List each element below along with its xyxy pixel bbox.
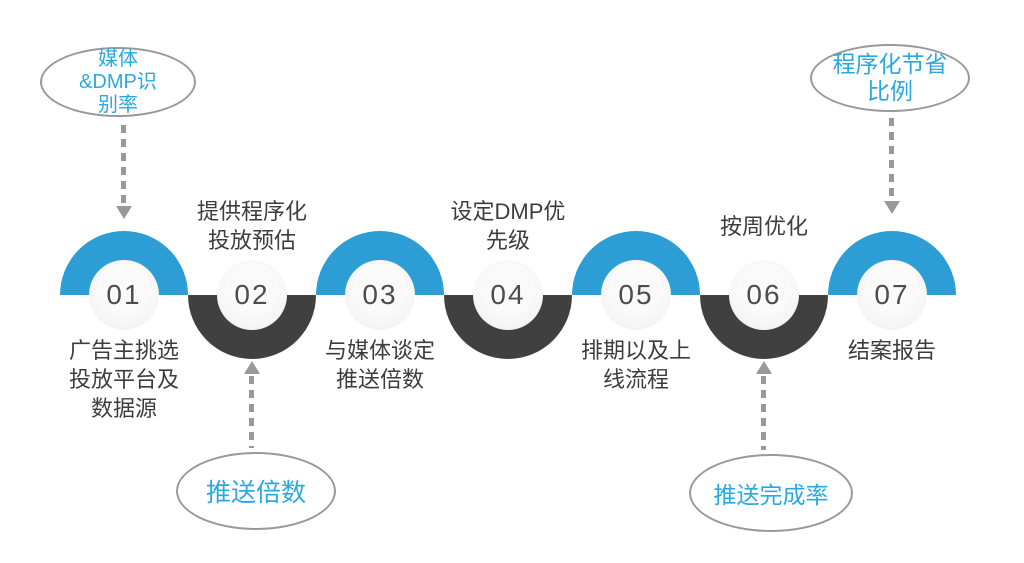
step-label: 与媒体谈定 推送倍数: [324, 338, 435, 392]
dashed-arrow-line-to-step-02: [249, 376, 254, 448]
step-number: 02: [234, 279, 270, 310]
step-label: 排期以及上 线流程: [580, 338, 691, 392]
step-number-circle: 05: [601, 260, 671, 330]
step-number-circle: 04: [473, 260, 543, 330]
dashed-arrow-line-to-step-01: [121, 125, 126, 205]
step-number-circle: 02: [217, 260, 287, 330]
step-04: 04 设定DMP优 先级: [428, 0, 588, 563]
step-number-circle: 07: [857, 260, 927, 330]
callout-text: 推送倍数: [205, 479, 306, 507]
callout-programmatic-saving-ratio: 程序化节省 比例: [810, 44, 970, 112]
dashed-arrow-line-to-step-06: [761, 376, 766, 450]
step-number: 04: [490, 279, 526, 310]
callout-push-completion-rate: 推送完成率: [689, 454, 853, 532]
step-05: 05 排期以及上 线流程: [556, 0, 716, 563]
step-number: 01: [106, 279, 142, 310]
step-02: 02 提供程序化 投放预估: [172, 0, 332, 563]
arrow-down-icon: [116, 206, 132, 219]
arrow-up-icon: [244, 361, 260, 374]
step-number-circle: 06: [729, 260, 799, 330]
callout-media-dmp-recognition-rate: 媒体 &DMP识 别率: [40, 47, 196, 117]
step-number: 06: [746, 279, 782, 310]
step-number-circle: 03: [345, 260, 415, 330]
callout-push-multiple: 推送倍数: [176, 452, 336, 530]
arrow-down-icon: [884, 201, 900, 214]
step-number: 07: [874, 279, 910, 310]
step-number: 03: [362, 279, 398, 310]
arrow-up-icon: [756, 361, 772, 374]
step-label: 广告主挑选 投放平台及 数据源: [68, 338, 179, 421]
step-number: 05: [618, 279, 654, 310]
step-label: 提供程序化 投放预估: [196, 199, 307, 253]
step-07: 07 结案报告: [812, 0, 972, 563]
step-03: 03 与媒体谈定 推送倍数: [300, 0, 460, 563]
dashed-arrow-line-to-step-07: [889, 118, 894, 200]
step-label: 按周优化: [719, 213, 808, 239]
step-06: 06 按周优化: [684, 0, 844, 563]
step-label: 设定DMP优 先级: [450, 199, 566, 253]
callout-text: 推送完成率: [713, 482, 829, 508]
step-number-circle: 01: [89, 260, 159, 330]
step-01: 01 广告主挑选 投放平台及 数据源: [44, 0, 204, 563]
callout-text: 媒体 &DMP识 别率: [79, 47, 157, 116]
callout-text: 程序化节省 比例: [832, 51, 948, 104]
step-label: 结案报告: [847, 338, 936, 363]
